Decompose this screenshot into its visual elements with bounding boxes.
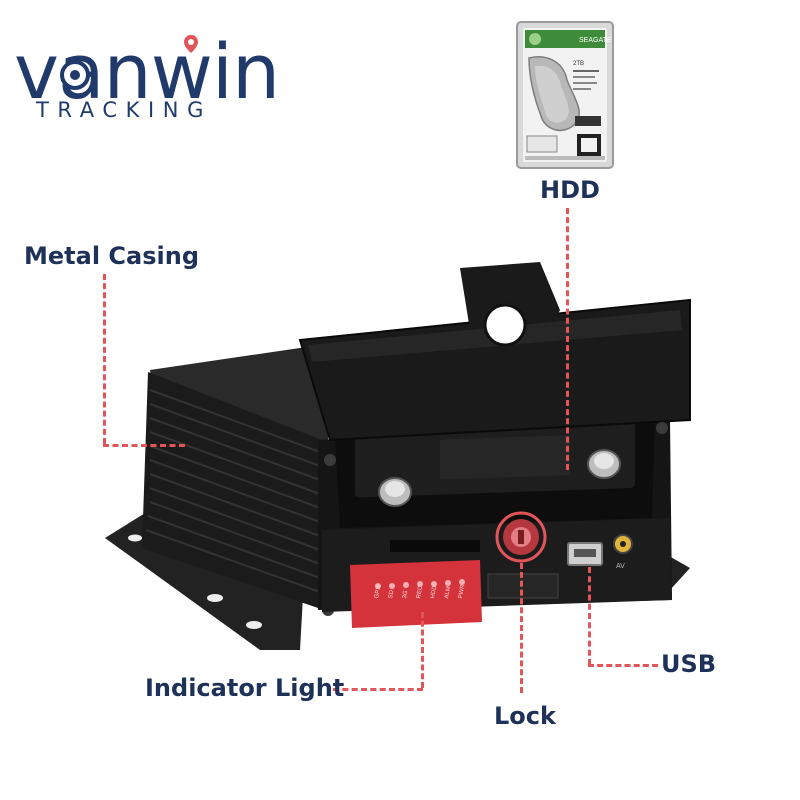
lock-highlight-ring bbox=[495, 511, 547, 563]
indicator-led-label: SD bbox=[388, 589, 396, 600]
indicator-leader-line bbox=[421, 612, 424, 688]
indicator-light-label: Indicator Light bbox=[145, 674, 345, 702]
indicator-led-label: PWR bbox=[458, 584, 467, 600]
av-port-label: AV bbox=[616, 563, 625, 570]
eye-icon bbox=[60, 60, 90, 90]
indicator-led-label: ALM bbox=[444, 585, 453, 600]
lock-leader-line bbox=[520, 563, 523, 693]
usb-label: USB bbox=[661, 650, 717, 678]
metal-casing-label: Metal Casing bbox=[24, 242, 199, 270]
indicator-leds bbox=[375, 579, 465, 589]
lock-label: Lock bbox=[494, 702, 556, 730]
hdd-label: HDD bbox=[540, 176, 600, 204]
metal-casing-leader-line bbox=[103, 274, 106, 444]
flange-screw-hole bbox=[207, 594, 223, 602]
indicator-led-label: HDD bbox=[430, 585, 439, 600]
lid-handle bbox=[460, 262, 560, 330]
location-pin-icon bbox=[184, 35, 198, 53]
indicator-labels: GPS SD 3G REC HDD ALM PWR bbox=[370, 584, 480, 624]
flange-screw-hole bbox=[128, 534, 142, 542]
flange-screw-hole bbox=[246, 621, 262, 629]
indicator-light-panel bbox=[350, 560, 482, 628]
thumb-screw bbox=[378, 477, 412, 507]
logo-wordmark: vanwin bbox=[14, 27, 280, 116]
hdd-leader-line bbox=[566, 208, 569, 470]
hdd-brand-text: SEAGATE bbox=[579, 37, 612, 44]
lid-handle-hole bbox=[483, 303, 527, 347]
logo-subtitle: TRACKING bbox=[36, 98, 212, 122]
indicator-led-label: REC bbox=[416, 585, 425, 600]
usb-leader-line bbox=[588, 567, 591, 665]
indicator-led-label: 3G bbox=[402, 590, 410, 600]
hdd-capacity-text: 2TB bbox=[573, 61, 584, 67]
hard-drive-image: SEAGATE 2TB bbox=[516, 21, 614, 169]
indicator-led-label: GPS bbox=[374, 585, 383, 600]
thumb-screw bbox=[587, 449, 621, 479]
